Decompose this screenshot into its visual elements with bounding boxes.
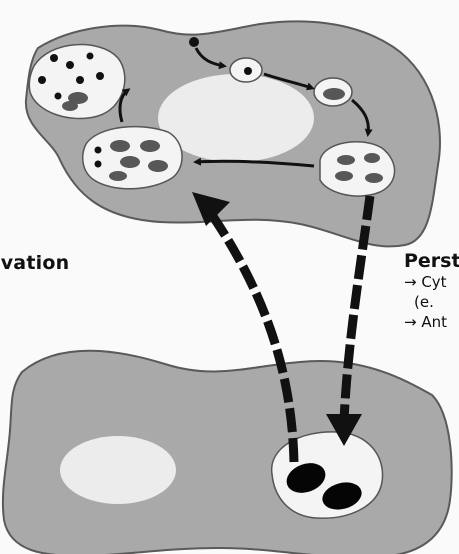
left-label: ivation <box>0 252 69 274</box>
right-label-line-2: (e. <box>404 293 459 312</box>
right-label-title: Perst <box>404 250 459 272</box>
right-label-line-1: → Cyt <box>404 273 459 292</box>
lower-nucleus <box>60 436 176 504</box>
right-label-line-3: → Ant <box>404 313 459 332</box>
right-label-block: Perst → Cyt (e. → Ant <box>404 250 459 332</box>
vesicle-ovals-right <box>320 142 395 196</box>
